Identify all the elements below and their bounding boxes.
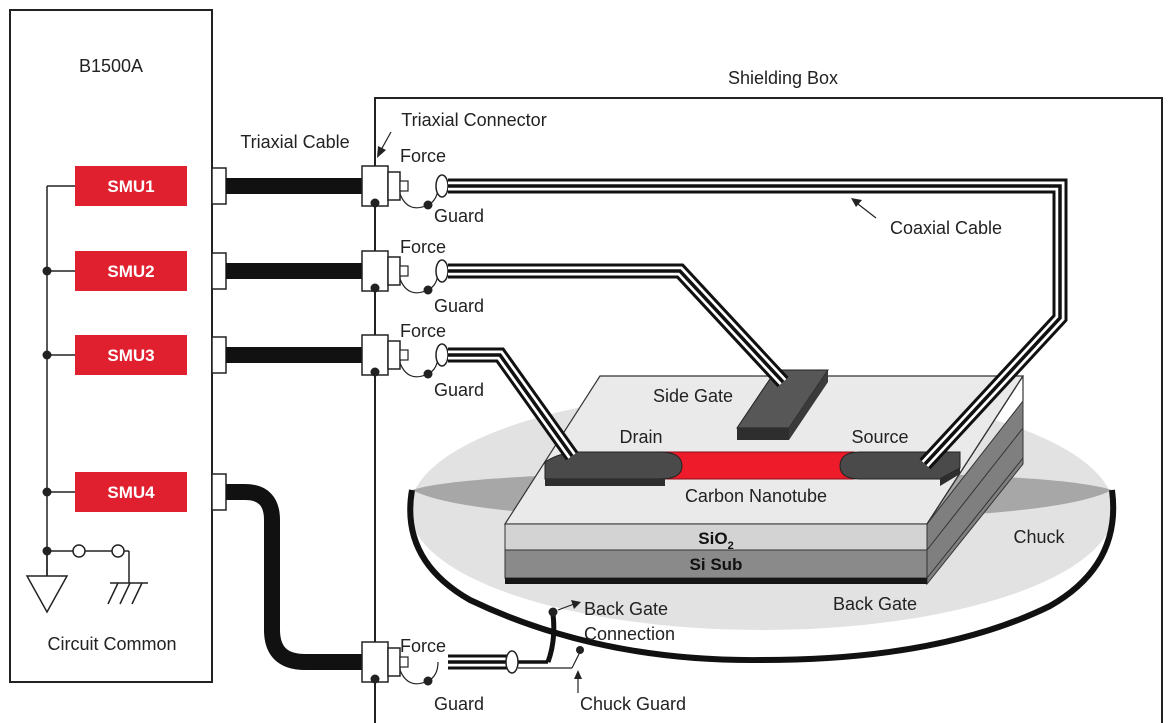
shielding-box-label: Shielding Box [728, 68, 838, 88]
chassis-ground-icon [107, 582, 148, 605]
smu4-label: SMU4 [107, 483, 155, 502]
carbon-nanotube-label: Carbon Nanotube [685, 486, 827, 506]
circuit-common-switch [47, 544, 130, 583]
connector-center-pins [399, 180, 409, 668]
guard-label-1: Guard [434, 206, 484, 226]
instrument-title: B1500A [79, 56, 143, 76]
back-gate-label: Back Gate [833, 594, 917, 614]
smu1-module[interactable]: SMU1 [75, 166, 187, 206]
force-label-1: Force [400, 146, 446, 166]
source-label: Source [851, 427, 908, 447]
device-stack [503, 375, 1025, 586]
shielding-box [374, 97, 1163, 723]
circuit-common-label: Circuit Common [47, 634, 176, 654]
signal-ground-icon [25, 551, 69, 614]
guard-label-4: Guard [434, 694, 484, 714]
rail-junction-dots [42, 266, 52, 556]
coaxial-cable-pointer [857, 203, 877, 219]
smu3-label: SMU3 [107, 346, 154, 365]
guard-label-3: Guard [434, 380, 484, 400]
smu4-module[interactable]: SMU4 [75, 472, 187, 512]
triaxial-cable-label: Triaxial Cable [240, 132, 349, 152]
triaxial-connector-pointer [380, 131, 392, 151]
carbon-nanotube [659, 451, 855, 480]
smu2-label: SMU2 [107, 262, 154, 281]
smu3-module[interactable]: SMU3 [75, 335, 187, 375]
connector-wall-dots [370, 198, 380, 684]
back-gate-connection-label-2: Connection [584, 624, 675, 644]
triaxial-connectors [361, 165, 401, 683]
si-sub-layer [504, 549, 928, 579]
drain-label: Drain [619, 427, 662, 447]
triaxial-cables [226, 178, 362, 670]
smu-taps [47, 185, 75, 493]
coaxial-cables [448, 178, 1068, 470]
force-label-2: Force [400, 237, 446, 257]
back-gate-connection-dot [548, 607, 558, 617]
instrument-connectors [211, 167, 227, 511]
chuck-guard-dot [576, 646, 584, 654]
side-gate-pad[interactable] [736, 369, 829, 440]
smu2-module[interactable]: SMU2 [75, 251, 187, 291]
force-label-4: Force [400, 636, 446, 656]
drain-pad[interactable] [544, 451, 683, 486]
back-gate-coax [448, 613, 557, 674]
guard-loops [399, 185, 439, 685]
coaxial-cable-label: Coaxial Cable [890, 218, 1002, 238]
smu1-label: SMU1 [107, 177, 154, 196]
sio2-label: SiO2 [698, 529, 733, 552]
chuck-guard-label: Chuck Guard [580, 694, 686, 714]
si-sub-label: Si Sub [690, 555, 743, 574]
chuck-rim [407, 489, 1117, 664]
triaxial-connector-label: Triaxial Connector [401, 110, 546, 130]
guard-dots [423, 200, 433, 686]
force-label-3: Force [400, 321, 446, 341]
back-gate-connection-label-1: Back Gate [584, 599, 668, 619]
guard-label-2: Guard [434, 296, 484, 316]
chuck-label: Chuck [1013, 527, 1065, 547]
side-gate-label: Side Gate [653, 386, 733, 406]
back-gate-layer [505, 578, 927, 584]
